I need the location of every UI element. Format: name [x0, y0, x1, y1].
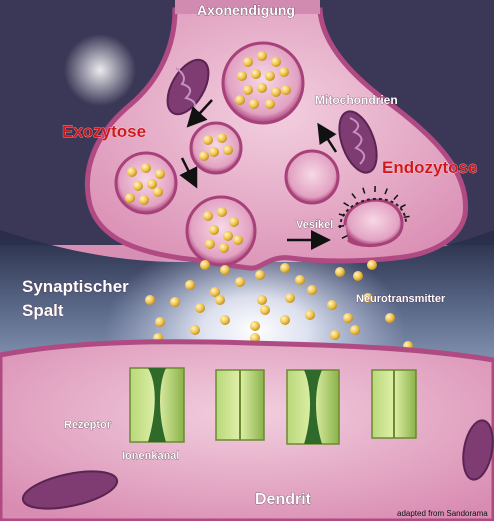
neurotransmitter-particle — [271, 57, 281, 67]
neurotransmitter-particle — [255, 270, 265, 280]
neurotransmitter-particle — [235, 277, 245, 287]
neurotransmitter-particle — [220, 315, 230, 325]
cleft-label-line1: Synaptischer — [22, 277, 129, 296]
neurotransmitter-particle — [271, 87, 281, 97]
neurotransmitter-particle — [330, 330, 340, 340]
neurotransmitter-particle — [265, 71, 275, 81]
credit-label: adapted from Sandorama — [397, 509, 488, 518]
vesicle-label: Vesikel — [296, 219, 333, 231]
neurotransmitter-particle — [209, 225, 219, 235]
neurotransmitter-particle — [185, 280, 195, 290]
neurotransmitter-particle — [243, 85, 253, 95]
neurotransmitter-particle — [385, 313, 395, 323]
vesicle-icon — [286, 151, 338, 203]
neurotransmitter-particle — [155, 317, 165, 327]
neurotransmitter-particle — [203, 135, 213, 145]
neurotransmitter-particle — [195, 303, 205, 313]
neurotransmitter-particle — [249, 99, 259, 109]
neurotransmitter-particle — [205, 239, 215, 249]
neurotransmitter-particle — [280, 315, 290, 325]
neurotransmitter-particle — [260, 305, 270, 315]
neurotransmitter-particle — [223, 231, 233, 241]
neurotransmitter-particle — [265, 99, 275, 109]
neurotransmitter-label: Neurotransmitter — [356, 293, 446, 305]
neurotransmitter-particle — [295, 275, 305, 285]
neurotransmitter-particle — [251, 69, 261, 79]
neurotransmitter-particle — [220, 265, 230, 275]
neurotransmitter-particle — [350, 325, 360, 335]
axon-terminal-label: Axonendigung — [197, 2, 295, 18]
neurotransmitter-particle — [233, 235, 243, 245]
ion-channel-label: Ionenkanal — [122, 450, 179, 462]
neurotransmitter-particle — [257, 83, 267, 93]
neurotransmitter-particle — [155, 169, 165, 179]
neurotransmitter-particle — [203, 211, 213, 221]
neurotransmitter-particle — [279, 67, 289, 77]
neurotransmitter-particle — [235, 95, 245, 105]
neurotransmitter-particle — [307, 285, 317, 295]
neurotransmitter-particle — [127, 167, 137, 177]
neurotransmitter-particle — [281, 85, 291, 95]
dendrite-label: Dendrit — [255, 491, 312, 508]
neurotransmitter-particle — [285, 293, 295, 303]
ion-channel-icon — [287, 370, 339, 444]
neurotransmitter-particle — [229, 217, 239, 227]
neurotransmitter-particle — [153, 187, 163, 197]
mitochondria-label: Mitochondrien — [315, 93, 398, 107]
ion-channel-icon — [130, 368, 184, 442]
neurotransmitter-particle — [200, 260, 210, 270]
neurotransmitter-particle — [237, 71, 247, 81]
neurotransmitter-particle — [141, 163, 151, 173]
cleft-label-line2: Spalt — [22, 301, 64, 320]
neurotransmitter-particle — [367, 260, 377, 270]
neurotransmitter-particle — [257, 295, 267, 305]
neurotransmitter-particle — [133, 181, 143, 191]
neurotransmitter-particle — [145, 295, 155, 305]
neurotransmitter-particle — [139, 195, 149, 205]
receptor-label: Rezeptor — [64, 419, 112, 431]
neurotransmitter-particle — [209, 147, 219, 157]
neurotransmitter-particle — [280, 263, 290, 273]
neurotransmitter-particle — [217, 133, 227, 143]
light-flare — [64, 34, 136, 106]
neurotransmitter-particle — [190, 325, 200, 335]
neurotransmitter-particle — [257, 51, 267, 61]
endocytosis-label: Endozytose — [382, 158, 477, 177]
neurotransmitter-particle — [125, 193, 135, 203]
ion-channel-icon — [216, 370, 264, 440]
neurotransmitter-particle — [147, 179, 157, 189]
neurotransmitter-particle — [223, 145, 233, 155]
ion-channel-icon — [372, 370, 416, 438]
neurotransmitter-particle — [170, 297, 180, 307]
neurotransmitter-particle — [215, 295, 225, 305]
neurotransmitter-particle — [219, 243, 229, 253]
neurotransmitter-particle — [335, 267, 345, 277]
exocytosis-label: Exozytose — [62, 122, 146, 141]
neurotransmitter-particle — [199, 151, 209, 161]
neurotransmitter-particle — [353, 271, 363, 281]
neurotransmitter-particle — [217, 207, 227, 217]
neurotransmitter-particle — [250, 321, 260, 331]
neurotransmitter-particle — [243, 57, 253, 67]
neurotransmitter-particle — [327, 300, 337, 310]
neurotransmitter-particle — [305, 310, 315, 320]
neurotransmitter-particle — [343, 313, 353, 323]
